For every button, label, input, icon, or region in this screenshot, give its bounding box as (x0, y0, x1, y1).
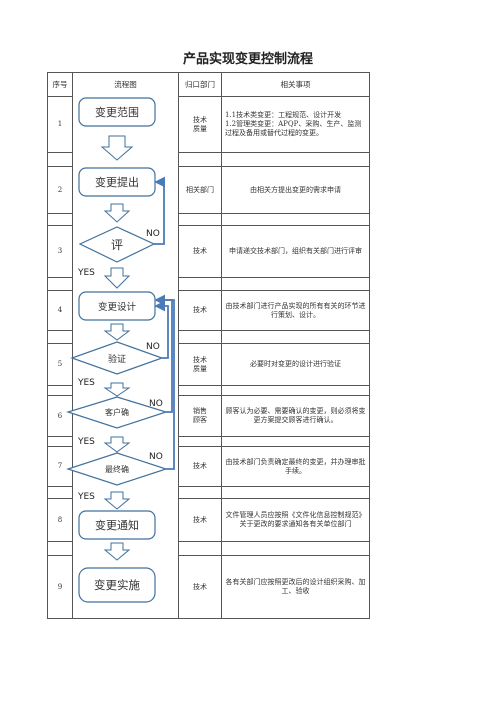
row-seq: 3 (47, 225, 73, 278)
table-row: 4 技术 由技术部门进行产品实现的所有有关的环节进行策划、设计。 (47, 290, 370, 331)
row-desc: 各有关部门应按照更改后的设计组织采购、加工、验收 (221, 555, 370, 619)
row-dept: 相关部门 (178, 166, 222, 214)
table-row: 7 技术 由技术部门负责确定最终的变更，并办理审批手续。 (47, 446, 370, 487)
row-dept: 技术 (178, 290, 222, 331)
row-seq: 2 (47, 166, 73, 214)
table-row: 8 技术 文件管理人员应按照《文件化信息控制规范》关于更改的要求通知各有关单位部… (47, 498, 370, 542)
row-desc: 必要时对变更的设计进行验证 (221, 343, 370, 386)
row-seq: 4 (47, 290, 73, 331)
row-dept: 技术 质量 (178, 343, 222, 386)
row-dept: 技术 (178, 555, 222, 619)
row-seq: 9 (47, 555, 73, 619)
row-desc: 顾客认为必要、需要确认的变更，则必须将变更方案提交顾客进行确认。 (221, 395, 370, 437)
row-desc: 由技术部门负责确定最终的变更，并办理审批手续。 (221, 446, 370, 487)
row-desc: 申请递交技术部门，组织有关部门进行评审 (221, 225, 370, 278)
header-dept: 归口部门 (178, 72, 222, 97)
table-row: 9 技术 各有关部门应按照更改后的设计组织采购、加工、验收 (47, 555, 370, 619)
table-row: 6 销售 顾客 顾客认为必要、需要确认的变更，则必须将变更方案提交顾客进行确认。 (47, 395, 370, 437)
row-desc: 由技术部门进行产品实现的所有有关的环节进行策划、设计。 (221, 290, 370, 331)
row-dept: 销售 顾客 (178, 395, 222, 437)
row-seq: 1 (47, 96, 73, 153)
table-row: 3 技术 申请递交技术部门，组织有关部门进行评审 (47, 225, 370, 278)
row-seq: 7 (47, 446, 73, 487)
header-desc: 相关事项 (221, 72, 370, 97)
row-dept: 技术 (178, 498, 222, 542)
page-title: 产品实现变更控制流程 (182, 52, 313, 67)
table-row: 2 相关部门 由相关方提出变更的需求申请 (47, 166, 370, 214)
table-row: 1 技术 质量 1.1技术类变更：工程规范、设计开发 1.2管理类变更：APQP… (47, 96, 370, 153)
row-seq: 6 (47, 395, 73, 437)
row-dept: 技术 质量 (178, 96, 222, 153)
header-diagram: 流程图 (72, 72, 179, 97)
table-header: 序号 流程图 归口部门 相关事项 (47, 72, 370, 97)
row-seq: 5 (47, 343, 73, 386)
row-dept: 技术 (178, 225, 222, 278)
row-desc: 1.1技术类变更：工程规范、设计开发 1.2管理类变更：APQP、采购、生产、监… (221, 96, 370, 153)
table-row: 5 技术 质量 必要时对变更的设计进行验证 (47, 343, 370, 386)
row-desc: 由相关方提出变更的需求申请 (221, 166, 370, 214)
row-seq: 8 (47, 498, 73, 542)
row-desc: 文件管理人员应按照《文件化信息控制规范》关于更改的要求通知各有关单位部门 (221, 498, 370, 542)
row-dept: 技术 (178, 446, 222, 487)
header-seq: 序号 (47, 72, 73, 97)
process-table: 序号 流程图 归口部门 相关事项 1 技术 质量 1.1技术类变更：工程规范、设… (47, 72, 370, 619)
